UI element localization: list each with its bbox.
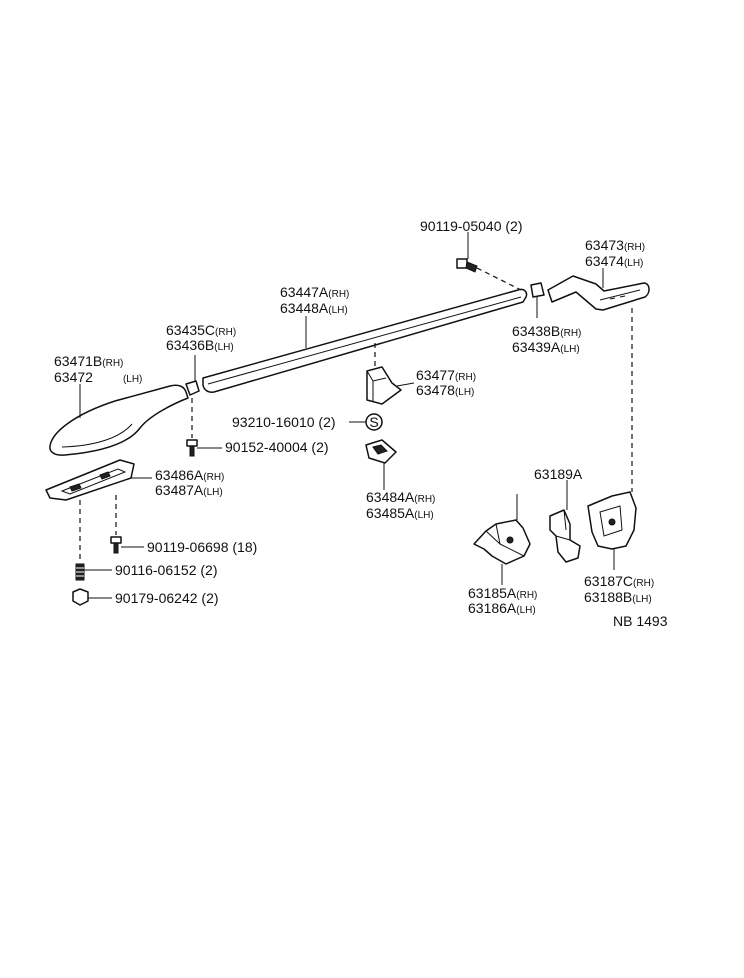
rail-support bbox=[366, 366, 402, 405]
label-rail: 63447A(RH) 63448A(LH) bbox=[280, 284, 354, 316]
bracket-right bbox=[587, 491, 637, 550]
bracket-left bbox=[473, 519, 531, 565]
label-screw-top: 90119-05040 (2) bbox=[420, 218, 522, 234]
label-clip: 93210-16010 (2) bbox=[232, 414, 336, 430]
label-bracket-center: 63189A bbox=[534, 466, 583, 482]
assembly-line bbox=[476, 267, 522, 291]
leader-line bbox=[396, 382, 415, 387]
label-end-cover-rear: 63473(RH) 63474(LH) bbox=[585, 237, 650, 269]
label-base-plate: 63486A(RH) 63487A(LH) bbox=[155, 467, 229, 498]
nut bbox=[72, 588, 89, 606]
label-bolt-plate: 90119-06698 (18) bbox=[147, 539, 257, 555]
bracket-center bbox=[549, 509, 581, 563]
stud bbox=[75, 563, 85, 581]
support-pad bbox=[365, 439, 397, 464]
label-bracket-right: 63187C(RH) 63188B(LH) bbox=[584, 573, 659, 605]
clip-symbol-letter: S bbox=[369, 414, 378, 430]
label-end-cover-front: 63471B(RH) 63472(LH) bbox=[54, 353, 142, 385]
label-support: 63477(RH) 63478(LH) bbox=[416, 367, 481, 398]
label-nut: 90179-06242 (2) bbox=[115, 590, 219, 606]
label-spacer-front: 63435C(RH) 63436B(LH) bbox=[166, 322, 241, 353]
clip-symbol-icon bbox=[365, 413, 383, 431]
rear-spacer bbox=[530, 282, 545, 298]
diagram-code: NB 1493 bbox=[613, 613, 668, 629]
bolt-front bbox=[186, 439, 198, 457]
front-spacer bbox=[185, 380, 200, 396]
label-spacer-rear: 63438B(RH) 63439A(LH) bbox=[512, 323, 586, 355]
label-bolt-front: 90152-40004 (2) bbox=[225, 439, 329, 455]
label-pad: 63484A(RH) 63485A(LH) bbox=[366, 489, 440, 521]
label-bracket-left: 63185A(RH) 63186A(LH) bbox=[468, 585, 542, 616]
label-stud: 90116-06152 (2) bbox=[115, 562, 217, 578]
base-plate bbox=[45, 459, 135, 501]
screw-top bbox=[456, 258, 478, 273]
roof-rail bbox=[202, 288, 528, 393]
rear-end-cover bbox=[547, 275, 650, 311]
bolt-plate bbox=[110, 536, 122, 554]
front-end-cover bbox=[49, 384, 189, 456]
